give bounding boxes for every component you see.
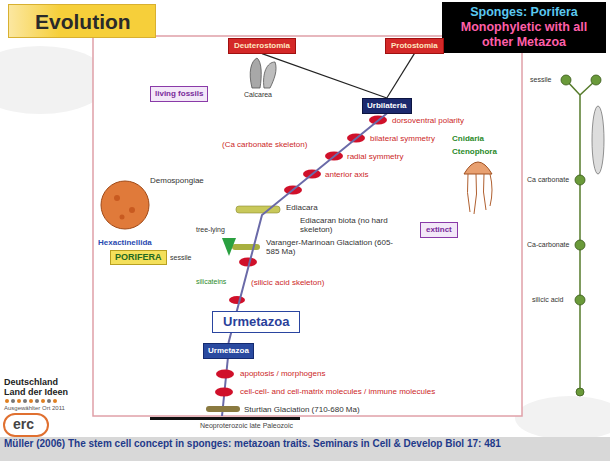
node-heading: Deuterostomia: [234, 41, 290, 51]
tree-label: sessile: [530, 76, 551, 84]
glaciation-bar: [206, 406, 240, 412]
clade-box: Protostomia: [385, 38, 444, 54]
trait-label: dorsoventral polarity: [392, 116, 464, 125]
calcarea-sponge: [250, 58, 261, 88]
node-heading: Urmetazoa: [223, 314, 289, 330]
logo-dot: [35, 399, 39, 403]
logo-dot: [5, 399, 9, 403]
era-label: Ediacaran biota (no hard skeleton): [300, 216, 390, 234]
caption-bar: [0, 437, 610, 461]
green-triangle: [222, 238, 236, 256]
taxon-label: Demospongiae: [150, 176, 204, 185]
node-heading: PORIFERA: [115, 252, 162, 263]
note-box: living fossils: [150, 86, 208, 102]
jellyfish-tentacles: [467, 174, 492, 214]
note-box: extinct: [420, 222, 458, 238]
node-body: Monophyletic with all other Metazoa: [446, 20, 602, 50]
logo-dot: [53, 399, 57, 403]
ancestor-box: Urmetazoa: [203, 343, 254, 359]
trait-label: (Ca carbonate skeleton): [222, 140, 307, 149]
logo-dot: [41, 399, 45, 403]
node-heading: Urmetazoa: [208, 346, 249, 356]
connector: [387, 54, 415, 98]
logo-dot: [17, 399, 21, 403]
trait-label: cell-cell- and cell-matrix molecules / i…: [240, 387, 435, 396]
time-axis: [150, 417, 300, 420]
trait-marker: [216, 370, 234, 379]
node-heading: extinct: [426, 225, 452, 235]
glaciation-label: Varanger-Marinoan Glaciation (605-585 Ma…: [266, 238, 396, 256]
logo-text: erc: [13, 416, 34, 432]
logo-dot: [23, 399, 27, 403]
logo-dot: [29, 399, 33, 403]
connector: [262, 54, 387, 98]
tree-label: Ca carbonate: [527, 176, 569, 184]
trait-label: bilateral symmetry: [370, 134, 435, 143]
trait-label: (silicic acid skeleton): [251, 278, 324, 287]
erc-ring: [4, 414, 48, 436]
sponge-pore: [114, 195, 120, 201]
ediacara-bar: [236, 206, 280, 213]
trait-label: radial symmetry: [347, 152, 403, 161]
tree-dot: [561, 75, 571, 85]
node-heading: Protostomia: [391, 41, 438, 51]
tree-dot: [575, 240, 585, 250]
taxon-label: Cnidaria: [452, 134, 484, 143]
axis-label: Neoproterozoic late Paleozoic: [200, 422, 293, 430]
header-box: Sponges: PoriferaMonophyletic with all o…: [442, 2, 606, 53]
glaciation-label: Sturtian Glaciation (710-680 Ma): [244, 405, 360, 414]
trait-label: silicateins: [196, 278, 226, 286]
calcarea-sponge: [264, 62, 276, 88]
sponge-pore: [120, 215, 125, 220]
title-box: Evolution: [8, 4, 156, 38]
callout-box: Urmetazoa: [212, 311, 300, 333]
taxon-label: Calcarea: [244, 91, 272, 99]
tree-dot: [575, 295, 585, 305]
phylum-box: PORIFERA: [110, 250, 167, 265]
trait-label: sessile: [170, 254, 191, 262]
tree-label: silicic acid: [532, 296, 564, 304]
logo-text: Deutschland Land der Ideen: [4, 377, 76, 398]
taxon-label: Ctenophora: [452, 147, 497, 156]
tree-label: Ca-carbonate: [527, 241, 569, 249]
demosponge: [101, 181, 149, 229]
logo-dot: [11, 399, 15, 403]
clade-box: Deuterostomia: [228, 38, 296, 54]
sponge-pore: [129, 207, 135, 213]
ancestor-box: Urbilateria: [362, 98, 412, 114]
tree-dot: [591, 75, 601, 85]
tube-sponge: [592, 106, 604, 174]
tree-dot: [575, 175, 585, 185]
trait-label: apoptosis / morphogens: [240, 369, 325, 378]
trait-label: tree-lying: [196, 226, 225, 234]
glaciation-bar: [232, 244, 260, 250]
decor-blob: [515, 396, 610, 440]
node-heading: Urbilateria: [367, 101, 407, 111]
jellyfish: [464, 162, 492, 174]
trait-label: anterior axis: [325, 170, 369, 179]
tree-dots: [561, 75, 601, 396]
era-label: Ediacara: [286, 203, 318, 212]
logo-dot: [47, 399, 51, 403]
node-heading: Sponges: Porifera: [446, 5, 602, 20]
node-heading: living fossils: [155, 89, 203, 99]
tree-dot: [576, 388, 584, 396]
citation-caption: Müller (2006) The stem cell concept in s…: [4, 439, 549, 450]
logo-text: Ausgewählter Ort 2011: [4, 405, 65, 412]
trait-marker: [229, 296, 245, 304]
diagram-panel: [93, 36, 522, 416]
trait-marker: [215, 388, 233, 397]
logo-dots: [5, 399, 57, 403]
taxon-label: Hexactinellida: [98, 238, 152, 247]
